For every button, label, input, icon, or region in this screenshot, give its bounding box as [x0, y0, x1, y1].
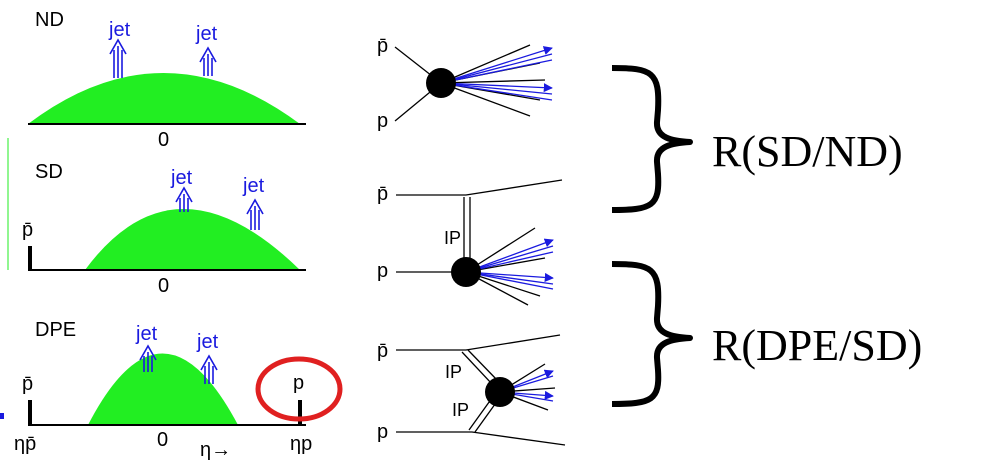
feynman-nd-jet-arrows — [440, 46, 553, 101]
dpe-p-highlight-circle — [255, 356, 343, 422]
feynman-nd-pbar-label: p̄ — [377, 35, 388, 57]
dpe-green-mound — [88, 353, 238, 425]
sd-jet2-arrow-icon — [246, 198, 264, 230]
nd-green-mound — [28, 73, 300, 124]
dpe-jet1-label: jet — [135, 323, 158, 345]
nd-jet1-label: jet — [108, 19, 131, 41]
nd-jet2-label: jet — [195, 23, 218, 45]
sd-jet2-label: jet — [242, 175, 265, 197]
feynman-nd-p-label: p — [377, 110, 388, 132]
feynman-dpe-pomeron2-label: IP — [452, 400, 469, 420]
dpe-zero-label: 0 — [157, 429, 168, 451]
brace-sd-nd — [611, 65, 693, 213]
feynman-nd: p̄ p — [377, 35, 553, 132]
nd-panel: ND 0 jet jet — [28, 9, 306, 151]
feynman-dpe-p-label: p — [377, 421, 388, 443]
dpe-jet2-label: jet — [196, 331, 219, 353]
feynman-sd-pomeron-label: IP — [444, 228, 461, 248]
sd-title: SD — [35, 161, 63, 183]
feynman-dpe-pomeron1-label: IP — [445, 362, 462, 382]
feynman-sd-pbar-label: p̄ — [377, 183, 388, 205]
nd-jet2-arrow-icon — [199, 46, 217, 76]
dpe-p-label: p — [293, 372, 304, 394]
sd-pbar-label: p̄ — [22, 219, 33, 241]
sd-jet1-arrow-icon — [175, 186, 193, 212]
dpe-jet2-arrow-icon — [200, 354, 218, 384]
feynman-dpe: p̄ p IP IP — [377, 334, 566, 446]
ratio-sd-nd-label: R(SD/ND) — [712, 127, 903, 176]
feynman-dpe-pbar-label: p̄ — [377, 340, 388, 362]
dpe-eta-p-label: ηp — [290, 433, 312, 455]
feynman-sd: p̄ p IP — [377, 179, 563, 306]
nd-title: ND — [35, 9, 64, 31]
brace-dpe-sd — [611, 261, 693, 407]
dpe-panel: DPE p̄ p 0 ηp̄ ηp η→ jet jet — [0, 319, 343, 461]
sd-green-mound — [85, 209, 300, 270]
feynman-nd-vertex — [426, 68, 456, 98]
sd-zero-label: 0 — [158, 275, 169, 297]
sd-panel: SD p̄ 0 jet jet — [22, 161, 306, 297]
nd-zero-label: 0 — [158, 129, 169, 151]
dpe-eta-pbar-label: ηp̄ — [14, 433, 36, 455]
feynman-dpe-vertex — [485, 377, 515, 407]
dpe-title: DPE — [35, 319, 76, 341]
dpe-jet1-arrow-icon — [139, 344, 157, 372]
blue-dot-marker — [0, 413, 4, 419]
dpe-eta-axis-label: η→ — [200, 439, 231, 461]
feynman-sd-vertex — [451, 257, 481, 287]
ratio-dpe-sd-label: R(DPE/SD) — [712, 321, 922, 370]
nd-jet1-arrow-icon — [109, 38, 127, 78]
sd-jet1-label: jet — [170, 167, 193, 189]
feynman-sd-p-label: p — [377, 260, 388, 282]
dpe-pbar-label: p̄ — [22, 373, 33, 395]
